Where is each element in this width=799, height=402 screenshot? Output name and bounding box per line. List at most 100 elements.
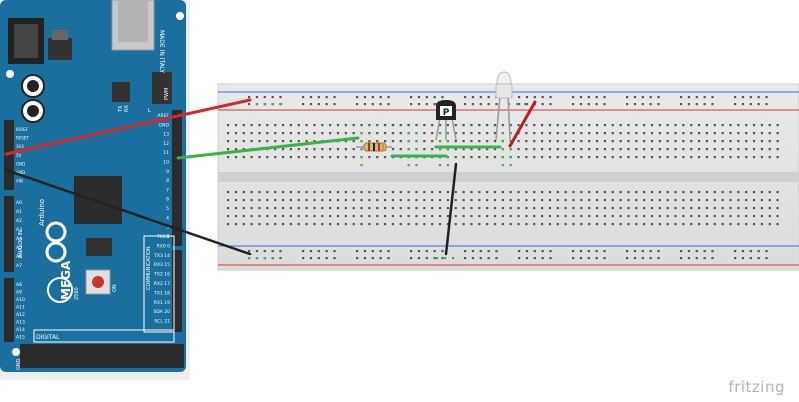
breadboard-hole[interactable] bbox=[289, 215, 292, 218]
breadboard-hole[interactable] bbox=[423, 132, 426, 135]
breadboard-hole[interactable] bbox=[407, 199, 410, 202]
breadboard-hole[interactable] bbox=[376, 223, 379, 226]
breadboard-hole[interactable] bbox=[227, 191, 230, 194]
breadboard-hole[interactable] bbox=[734, 96, 737, 99]
breadboard-hole[interactable] bbox=[711, 103, 714, 106]
breadboard-hole[interactable] bbox=[493, 207, 497, 210]
breadboard-hole[interactable] bbox=[626, 103, 629, 106]
breadboard-hole[interactable] bbox=[305, 207, 308, 210]
breadboard-hole[interactable] bbox=[281, 132, 285, 135]
breadboard-hole[interactable] bbox=[441, 96, 444, 99]
breadboard-hole[interactable] bbox=[517, 156, 520, 159]
breadboard-hole[interactable] bbox=[336, 223, 340, 226]
breadboard-hole[interactable] bbox=[650, 191, 654, 194]
breadboard-hole[interactable] bbox=[479, 257, 482, 260]
breadboard-hole[interactable] bbox=[641, 96, 644, 99]
breadboard-hole[interactable] bbox=[379, 96, 382, 99]
breadboard-hole[interactable] bbox=[541, 257, 544, 260]
breadboard-hole[interactable] bbox=[588, 207, 591, 210]
breadboard-hole[interactable] bbox=[611, 215, 614, 218]
breadboard-hole[interactable] bbox=[478, 223, 481, 226]
breadboard-hole[interactable] bbox=[321, 156, 324, 159]
breadboard-hole[interactable] bbox=[666, 156, 669, 159]
breadboard-hole[interactable] bbox=[250, 207, 253, 210]
breadboard-hole[interactable] bbox=[635, 199, 638, 202]
breadboard-hole[interactable] bbox=[549, 250, 552, 253]
breadboard-hole[interactable] bbox=[333, 96, 336, 99]
breadboard-hole[interactable] bbox=[682, 132, 685, 135]
breadboard-hole[interactable] bbox=[760, 140, 763, 143]
breadboard-hole[interactable] bbox=[415, 191, 418, 194]
breadboard-hole[interactable] bbox=[333, 103, 336, 106]
breadboard-hole[interactable] bbox=[234, 207, 238, 210]
breadboard-hole[interactable] bbox=[274, 199, 277, 202]
breadboard-hole[interactable] bbox=[407, 124, 410, 127]
breadboard-hole[interactable] bbox=[525, 223, 528, 226]
breadboard-hole[interactable] bbox=[227, 148, 230, 151]
breadboard-hole[interactable] bbox=[768, 199, 771, 202]
breadboard-hole[interactable] bbox=[627, 207, 630, 210]
breadboard-hole[interactable] bbox=[516, 103, 519, 106]
breadboard-hole[interactable] bbox=[541, 124, 544, 127]
breadboard-hole[interactable] bbox=[680, 103, 683, 106]
breadboard-hole[interactable] bbox=[690, 148, 693, 151]
breadboard-hole[interactable] bbox=[603, 191, 606, 194]
breadboard-hole[interactable] bbox=[752, 191, 756, 194]
breadboard-hole[interactable] bbox=[595, 191, 599, 194]
breadboard-hole[interactable] bbox=[611, 124, 614, 127]
breadboard-hole[interactable] bbox=[379, 257, 382, 260]
breadboard-hole[interactable] bbox=[627, 215, 630, 218]
breadboard-hole[interactable] bbox=[713, 132, 716, 135]
breadboard-hole[interactable] bbox=[271, 96, 274, 99]
breadboard-hole[interactable] bbox=[643, 156, 646, 159]
breadboard-hole[interactable] bbox=[737, 124, 740, 127]
breadboard-hole[interactable] bbox=[705, 148, 709, 151]
breadboard-hole[interactable] bbox=[250, 215, 253, 218]
breadboard-hole[interactable] bbox=[595, 103, 598, 106]
breadboard-hole[interactable] bbox=[564, 199, 567, 202]
breadboard-hole[interactable] bbox=[650, 215, 654, 218]
breadboard-hole[interactable] bbox=[289, 191, 292, 194]
breadboard-hole[interactable] bbox=[305, 124, 308, 127]
breadboard-hole[interactable] bbox=[387, 257, 390, 260]
breadboard-hole[interactable] bbox=[470, 215, 473, 218]
breadboard-hole[interactable] bbox=[360, 124, 363, 127]
breadboard-hole[interactable] bbox=[305, 199, 308, 202]
breadboard-hole[interactable] bbox=[501, 148, 504, 151]
breadboard-hole[interactable] bbox=[658, 132, 661, 135]
breadboard-hole[interactable] bbox=[360, 164, 363, 167]
breadboard-hole[interactable] bbox=[391, 199, 395, 202]
breadboard-hole[interactable] bbox=[649, 250, 652, 253]
breadboard-hole[interactable] bbox=[745, 215, 748, 218]
breadboard-hole[interactable] bbox=[517, 215, 520, 218]
breadboard-hole[interactable] bbox=[737, 199, 740, 202]
breadboard-hole[interactable] bbox=[387, 103, 390, 106]
breadboard-hole[interactable] bbox=[454, 199, 457, 202]
breadboard-hole[interactable] bbox=[297, 148, 300, 151]
breadboard-hole[interactable] bbox=[415, 124, 418, 127]
breadboard-hole[interactable] bbox=[309, 250, 313, 253]
breadboard-hole[interactable] bbox=[517, 199, 520, 202]
breadboard-hole[interactable] bbox=[321, 148, 324, 151]
breadboard-hole[interactable] bbox=[438, 199, 442, 202]
breadboard-hole[interactable] bbox=[641, 250, 644, 253]
breadboard-hole[interactable] bbox=[619, 223, 622, 226]
breadboard-hole[interactable] bbox=[524, 103, 527, 106]
breadboard-hole[interactable] bbox=[407, 140, 410, 143]
breadboard-hole[interactable] bbox=[407, 148, 410, 151]
breadboard-hole[interactable] bbox=[266, 140, 269, 143]
breadboard-hole[interactable] bbox=[438, 140, 442, 143]
breadboard-hole[interactable] bbox=[572, 207, 575, 210]
breadboard-hole[interactable] bbox=[258, 124, 261, 127]
breadboard-hole[interactable] bbox=[635, 207, 638, 210]
breadboard-hole[interactable] bbox=[478, 199, 481, 202]
breadboard-hole[interactable] bbox=[643, 223, 646, 226]
breadboard-hole[interactable] bbox=[580, 156, 583, 159]
breadboard-hole[interactable] bbox=[572, 191, 575, 194]
breadboard-hole[interactable] bbox=[501, 140, 504, 143]
breadboard-hole[interactable] bbox=[478, 132, 481, 135]
breadboard-hole[interactable] bbox=[470, 191, 473, 194]
breadboard-hole[interactable] bbox=[595, 96, 598, 99]
breadboard-hole[interactable] bbox=[462, 215, 465, 218]
breadboard-hole[interactable] bbox=[271, 250, 274, 253]
